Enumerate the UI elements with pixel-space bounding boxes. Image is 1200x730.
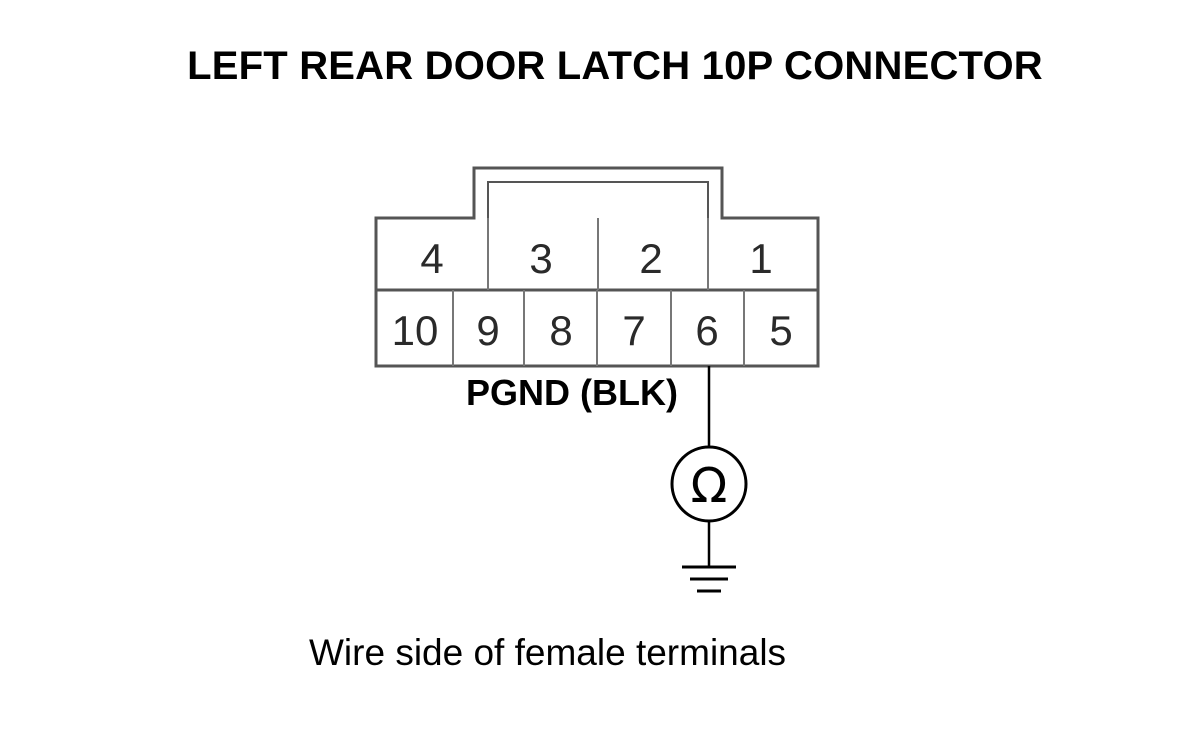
wire-label: PGND (BLK)	[466, 372, 678, 413]
caption: Wire side of female terminals	[309, 632, 787, 673]
pin-9: 9	[476, 307, 499, 354]
pin-4: 4	[420, 235, 443, 282]
cavity-dividers	[452, 218, 745, 366]
ohmmeter-icon: Ω	[670, 445, 748, 523]
pin-8: 8	[549, 307, 572, 354]
pin-5: 5	[769, 307, 792, 354]
pin-1: 1	[749, 235, 772, 282]
diagram-title: LEFT REAR DOOR LATCH 10P CONNECTOR	[187, 44, 1043, 88]
bottom-row-pins: 10 9 8 7 6 5	[392, 307, 793, 354]
ground-icon	[682, 565, 736, 593]
pin-6: 6	[695, 307, 718, 354]
pin-2: 2	[639, 235, 662, 282]
top-row-pins: 4 3 2 1	[420, 235, 772, 282]
ohm-symbol: Ω	[691, 458, 728, 514]
pin-10: 10	[392, 307, 439, 354]
pin-7: 7	[622, 307, 645, 354]
pin-3: 3	[529, 235, 552, 282]
